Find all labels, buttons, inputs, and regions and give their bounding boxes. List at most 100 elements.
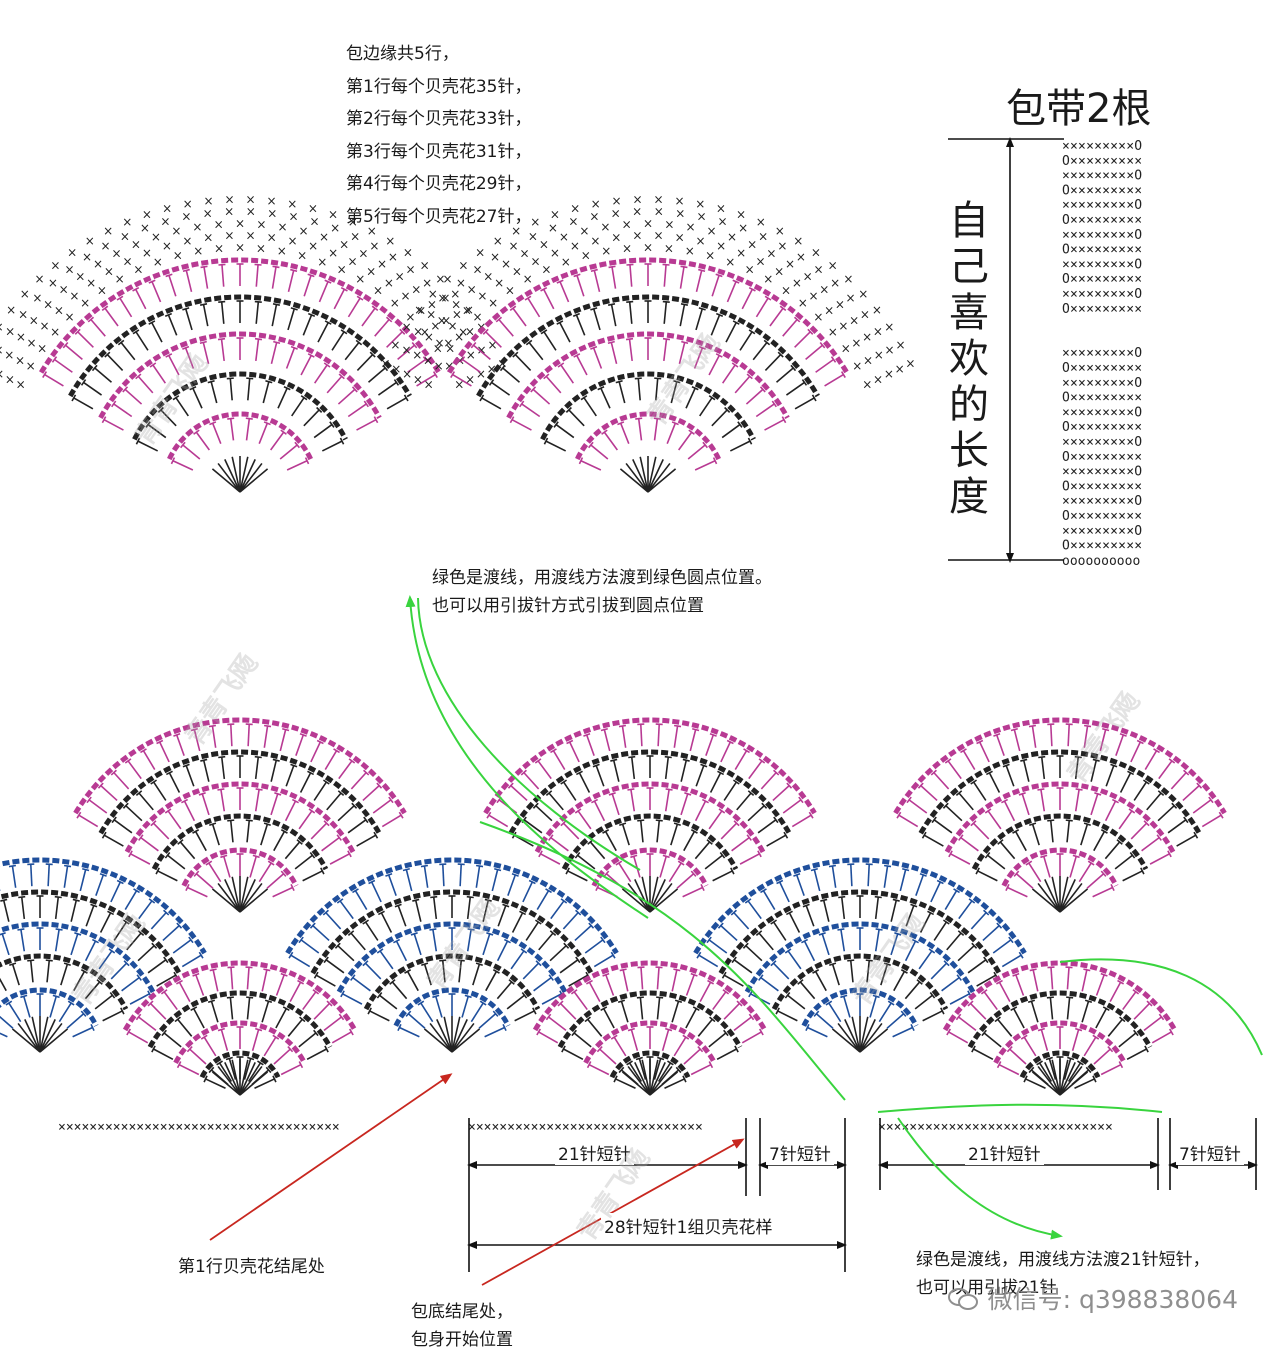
sc-mark: × <box>454 378 464 392</box>
stitch-post <box>637 378 641 401</box>
stitch-post <box>302 314 313 336</box>
sc-mark: × <box>860 307 870 321</box>
stitch-post <box>656 967 660 990</box>
stitch-post <box>300 939 320 954</box>
stitch-post <box>514 354 532 371</box>
stitch-top <box>198 792 206 796</box>
stitch-post <box>255 301 260 324</box>
stitch-post <box>331 1031 352 1044</box>
sc-mark: × <box>54 304 64 318</box>
stitch-post <box>982 925 1000 942</box>
stitch-post <box>568 409 585 427</box>
stitch-top <box>793 873 801 877</box>
sc-mark: × <box>153 255 163 269</box>
green-note-bottom-line: 绿色是渡线，用渡线方法渡21针短针， <box>916 1250 1210 1270</box>
fan-spoke <box>844 1019 861 1053</box>
stitch-post <box>914 994 933 1010</box>
sc-mark: × <box>858 287 868 301</box>
stitch-top <box>347 850 352 858</box>
sc-mark: × <box>297 249 307 263</box>
stitch-post <box>491 381 511 396</box>
stitch-top <box>610 1034 618 1040</box>
stitch-top <box>820 898 828 902</box>
stitch-post <box>298 1032 317 1048</box>
stitch-top <box>502 903 510 908</box>
stitch-top <box>784 948 792 954</box>
stitch-post <box>1122 991 1137 1011</box>
stitch-post <box>151 281 162 303</box>
stitch-post <box>711 275 720 297</box>
sc-mark: × <box>430 319 440 333</box>
stitch-top <box>625 337 634 341</box>
stitch-post <box>310 741 322 763</box>
stitch-post <box>1013 1008 1025 1029</box>
stitch-post <box>1086 873 1105 889</box>
stitch-post <box>138 792 154 811</box>
body-fan-bottom <box>532 960 768 1096</box>
stitch-post <box>275 1008 287 1029</box>
stitch-post <box>523 772 540 790</box>
chain-arc <box>285 857 619 955</box>
stitch-post <box>140 836 159 852</box>
stitch-post <box>73 971 86 992</box>
stitch-post <box>124 388 143 405</box>
sc-mark: × <box>476 367 486 381</box>
stitch-post <box>941 976 960 992</box>
stitch-top <box>263 822 271 826</box>
stitch-post <box>312 925 330 942</box>
sc-mark: × <box>224 193 234 207</box>
stitch-top <box>161 1029 167 1037</box>
sc-mark: × <box>437 313 447 327</box>
stitch-post <box>273 831 286 852</box>
stitch-post <box>350 932 366 951</box>
stitch-post <box>23 996 31 1018</box>
stitch-post <box>54 896 60 920</box>
stitch-post <box>1095 974 1105 996</box>
stitch-top <box>958 834 964 841</box>
stitch-top <box>543 437 549 445</box>
stitch-post <box>432 896 438 920</box>
stitch-post <box>878 1002 892 1023</box>
stitch-post <box>1001 954 1022 968</box>
stitch-post <box>175 734 185 756</box>
stitch-post <box>323 1016 342 1032</box>
stitch-post <box>344 342 360 361</box>
stitch-post <box>90 319 106 337</box>
stitch-top <box>865 959 873 962</box>
stitch-post <box>664 756 670 780</box>
stitch-post <box>1007 886 1028 898</box>
stitch-post <box>664 1078 685 1089</box>
stitch-post <box>229 997 234 1020</box>
stitch-top <box>737 421 743 428</box>
stitch-post <box>1009 1048 1027 1065</box>
stitch-top <box>308 312 316 317</box>
stitch-post <box>550 836 569 852</box>
stitch-top <box>164 852 171 859</box>
stitch-top <box>322 909 329 916</box>
stitch-top <box>758 1028 764 1036</box>
stitch-post <box>295 734 305 756</box>
stitch-post <box>589 841 606 860</box>
callout-base-end-line: 包身开始位置 <box>411 1330 513 1350</box>
stitch-post <box>653 1058 662 1080</box>
stitch-top <box>272 1034 280 1040</box>
stitch-top <box>176 922 183 929</box>
sc-mark: × <box>452 307 462 321</box>
stitch-top <box>86 796 92 804</box>
stitch-post <box>1114 854 1133 870</box>
stitch-top <box>362 960 369 967</box>
stitch-top <box>1157 790 1165 796</box>
stitch-post <box>593 954 614 968</box>
stitch-post <box>507 874 517 896</box>
stitch-post <box>202 304 209 327</box>
stitch-post <box>1104 800 1117 822</box>
sc-mark: × <box>756 215 766 229</box>
stitch-top <box>575 956 581 964</box>
stitch-post <box>593 270 601 292</box>
stitch-post <box>1069 856 1077 878</box>
sc-mark: × <box>427 297 437 311</box>
stitch-post <box>262 381 270 404</box>
fan-spoke <box>31 1016 41 1053</box>
stitch-post <box>254 1078 275 1089</box>
stitch-top <box>1005 883 1010 891</box>
